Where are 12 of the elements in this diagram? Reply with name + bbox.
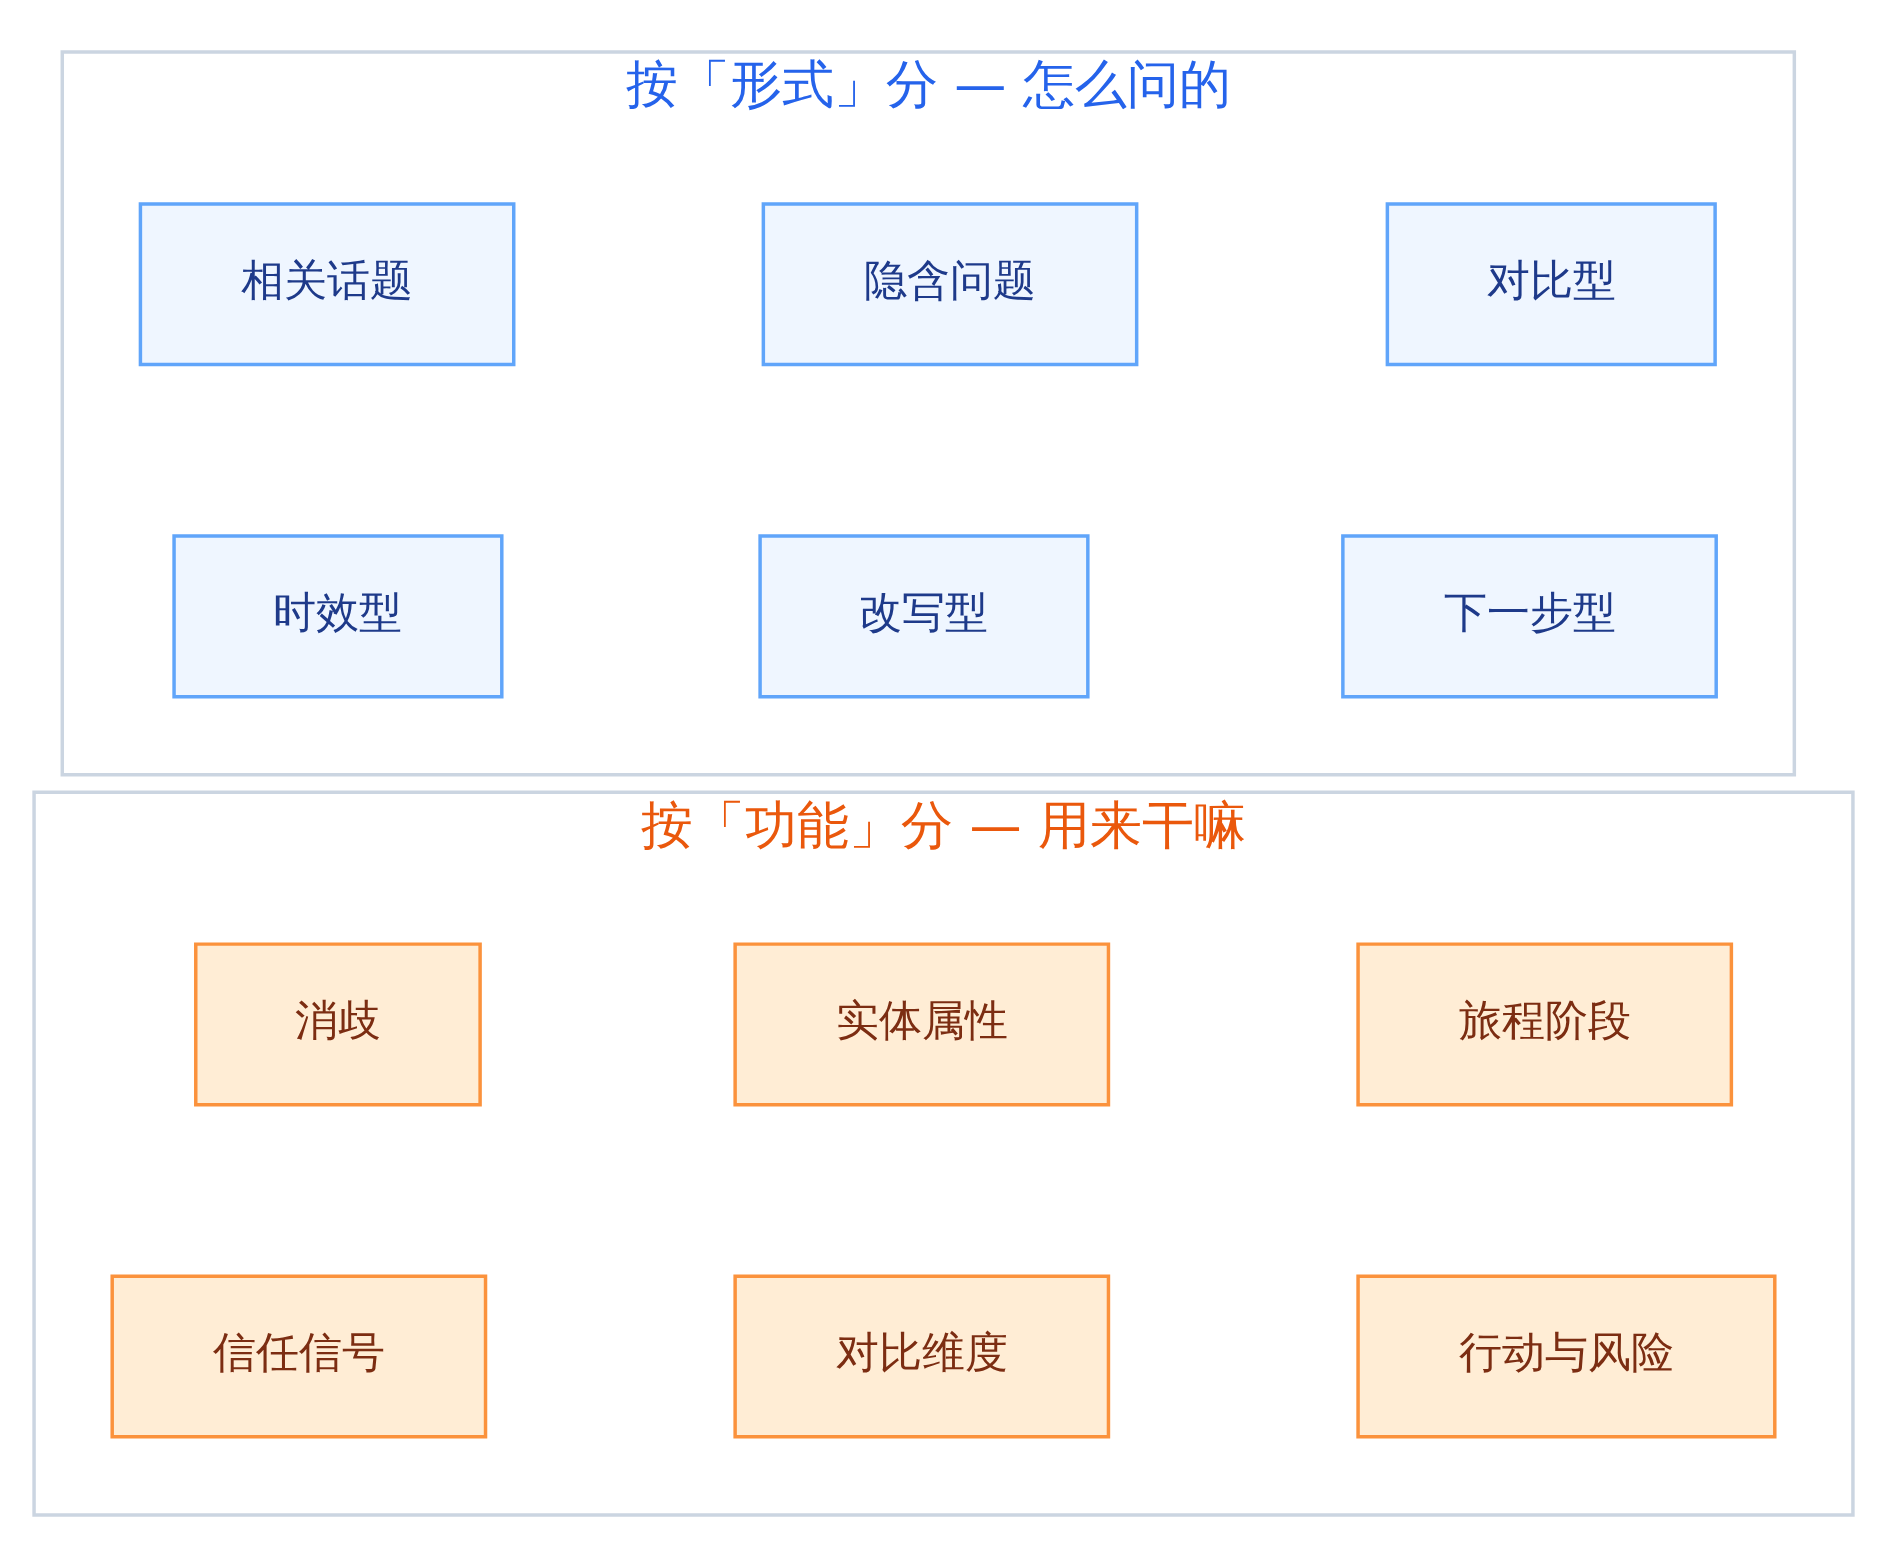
node-box: 时效型 — [172, 533, 504, 698]
node-box: 实体属性 — [733, 941, 1111, 1106]
node-box: 信任信号 — [110, 1273, 488, 1439]
node-box: 行动与风险 — [1356, 1273, 1777, 1439]
node-box: 消歧 — [194, 941, 482, 1106]
node-box: 对比型 — [1385, 201, 1717, 366]
node-box: 下一步型 — [1341, 533, 1718, 698]
node-box: 对比维度 — [733, 1273, 1111, 1439]
node-box: 隐含问题 — [761, 201, 1139, 366]
node-box: 相关话题 — [138, 201, 516, 366]
node-box: 改写型 — [758, 533, 1090, 698]
node-box: 旅程阶段 — [1356, 941, 1734, 1106]
